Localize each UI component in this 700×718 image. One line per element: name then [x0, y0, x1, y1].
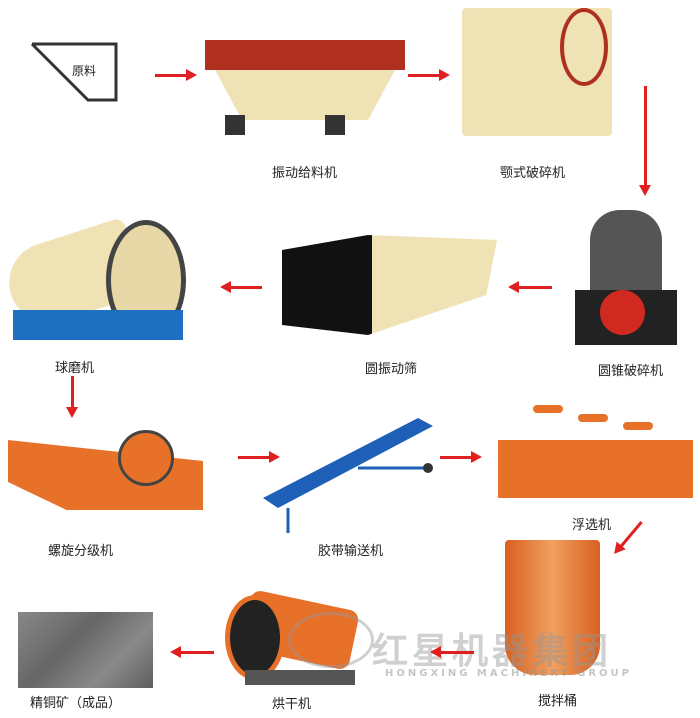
flow-arrow-down — [66, 376, 78, 418]
spiral-classifier-image — [8, 425, 203, 530]
flow-arrow-right — [155, 69, 197, 81]
copper-concentrate-image — [18, 612, 153, 688]
watermark-text: 红星机器集团 — [372, 631, 613, 672]
step-label-cone-crusher: 圆锥破碎机 — [598, 364, 664, 379]
vibrating-screen-image — [282, 235, 497, 335]
jaw-crusher-image — [462, 8, 612, 136]
flow-arrow-right — [408, 69, 450, 81]
ball-mill-image — [0, 215, 193, 345]
step-label-jaw-crusher: 颚式破碎机 — [500, 166, 566, 181]
vibrating-feeder-image — [205, 40, 405, 135]
step-label-dryer: 烘干机 — [272, 697, 312, 712]
step-label-belt-conveyor: 胶带输送机 — [318, 544, 384, 559]
step-label-vibrating-screen: 圆振动筛 — [365, 362, 418, 377]
agitation-tank-image — [505, 540, 600, 675]
flow-arrow-left — [430, 646, 474, 658]
step-label-agitation-tank: 搅拌桶 — [538, 694, 578, 709]
step-label-copper-concentrate: 精铜矿（成品） — [30, 696, 122, 711]
watermark-logo — [288, 612, 374, 668]
step-label-vibrating-feeder: 振动给料机 — [272, 166, 338, 181]
flotation-machine-image — [498, 400, 693, 500]
watermark-english: HONGXING MACHINERY GROUP — [385, 668, 632, 679]
flow-arrow-diagonal — [619, 521, 643, 548]
rotary-dryer-image — [225, 589, 361, 690]
step-label-ball-mill: 球磨机 — [55, 361, 95, 376]
raw-material-icon — [30, 42, 118, 102]
step-label-spiral-classifier: 螺旋分级机 — [48, 544, 114, 559]
flow-arrow-right — [440, 451, 482, 463]
step-label-flotation-machine: 浮选机 — [572, 518, 612, 533]
flow-arrow-left — [170, 646, 214, 658]
flow-arrow-left — [508, 281, 552, 293]
flow-arrow-left — [220, 281, 262, 293]
belt-conveyor-image — [263, 418, 433, 533]
step-label-raw-material: 原料 — [72, 64, 97, 78]
cone-crusher-image — [570, 210, 682, 350]
flow-arrow-right — [238, 451, 280, 463]
flow-arrow-down — [639, 86, 651, 196]
